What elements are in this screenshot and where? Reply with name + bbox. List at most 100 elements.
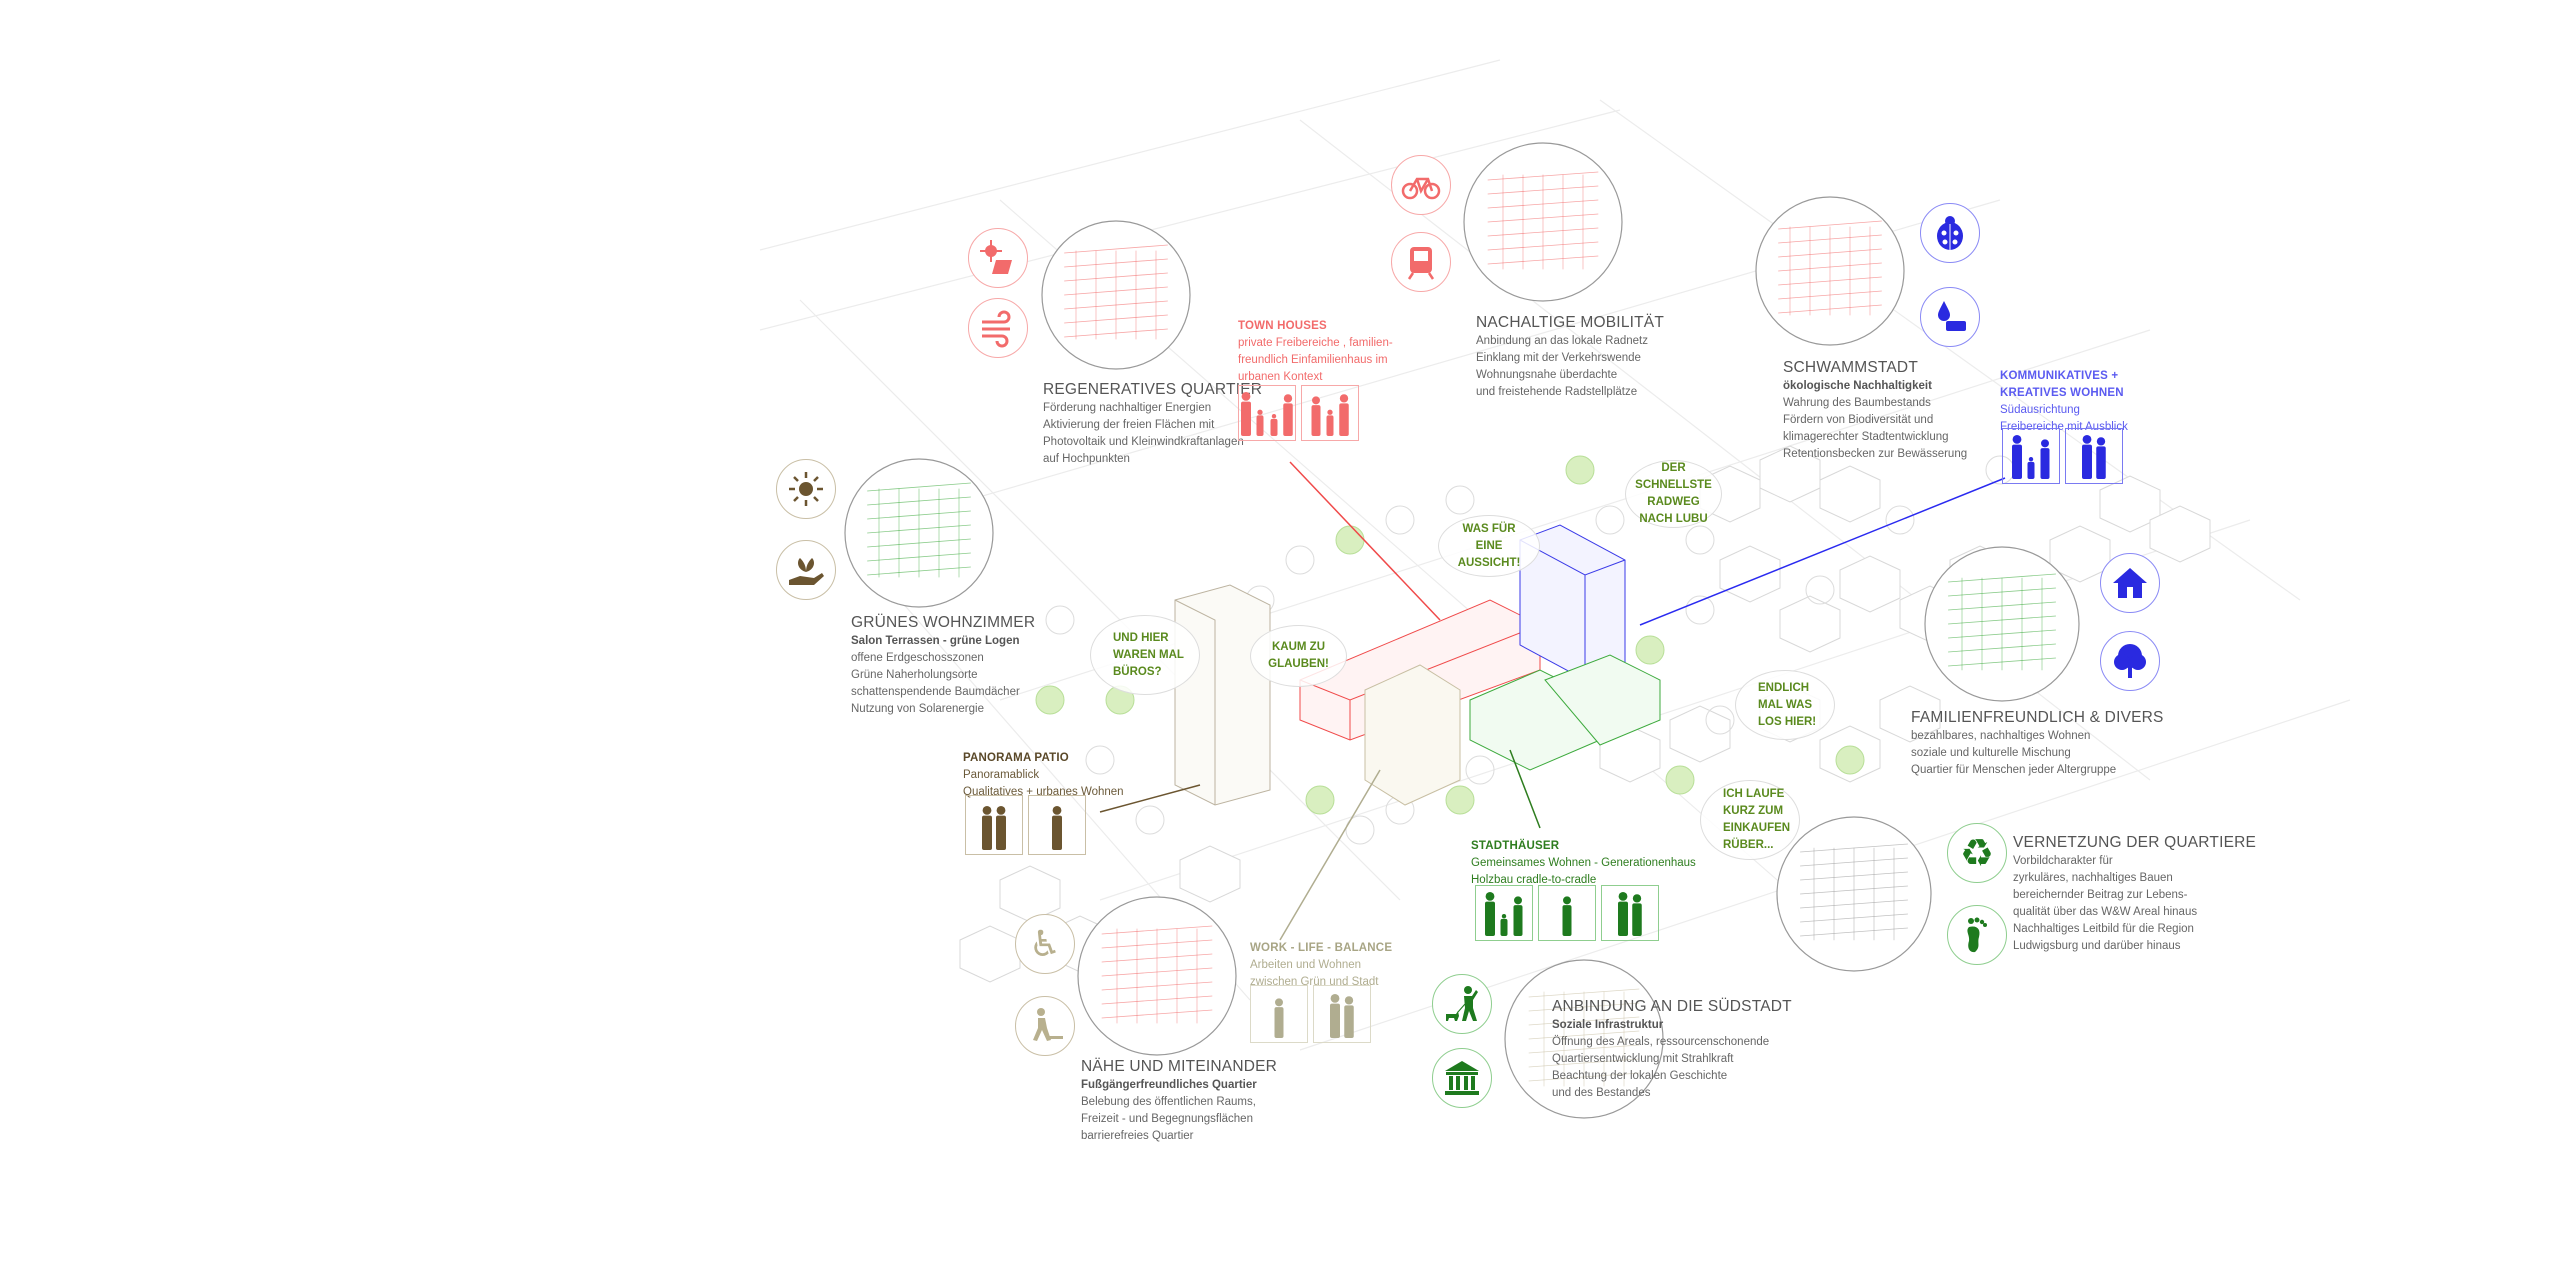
mobilitaet-block: NACHALTIGE MOBILITÄT Anbindung an das lo…: [1476, 313, 1664, 401]
gruenes-wohnzimmer-block: GRÜNES WOHNZIMMER Salon Terrassen - grün…: [851, 613, 1035, 718]
tree: [1135, 805, 1165, 835]
person-head: [1632, 894, 1642, 903]
vignette-vernetzung: [1776, 816, 1932, 972]
pedestrian-icon: [1015, 996, 1075, 1056]
person-body: [1283, 403, 1293, 436]
schwammstadt-block: SCHWAMMSTADT ökologische Nachhaltigkeit …: [1783, 358, 1967, 463]
gruenes-line: Nutzung von Solarenergie: [851, 703, 984, 715]
panorama-line: Panoramablick: [963, 769, 1040, 781]
regeneratives-quartier-block: REGENERATIVES QUARTIER Förderung nachhal…: [1043, 380, 1262, 468]
person-body: [1513, 905, 1523, 936]
person-body: [1562, 905, 1572, 936]
person-head: [1563, 896, 1571, 905]
regeneratives-title: REGENERATIVES QUARTIER: [1043, 381, 1263, 398]
vernetzung-line: zyrkuläres, nachhaltiges Bauen: [2013, 872, 2173, 884]
businessman-pictogram: [1250, 985, 1308, 1043]
person-head: [2041, 439, 2049, 448]
person-body: [1339, 403, 1349, 436]
regeneratives-line: auf Hochpunkten: [1043, 453, 1130, 465]
person-figures-icon: [982, 806, 1006, 850]
naehe-miteinander-block: NÄHE UND MITEINANDER Fußgängerfreundlich…: [1081, 1057, 1277, 1145]
tree: [1445, 785, 1475, 815]
town-houses-pictograms: [1238, 385, 1359, 441]
stadthaeuser-line: Holzbau cradle-to-cradle: [1471, 874, 1597, 886]
leader-line-panorama: [1099, 784, 1201, 813]
water-icon: [1920, 287, 1980, 347]
person-figures-icon: [2082, 435, 2106, 479]
person-head: [1283, 394, 1293, 403]
family-pictogram: [1475, 885, 1533, 941]
mobilitaet-line: Einklang mit der Verkehrswende: [1476, 352, 1641, 364]
family-pictogram: [1301, 385, 1359, 441]
person-body: [1618, 901, 1628, 936]
vernetzung-line: Ludwigsburg und darüber hinaus: [2013, 940, 2181, 952]
vignette-gruenes-wohnzimmer: [844, 458, 994, 608]
speech-bubble-aussicht: WAS FÜR EINE AUSSICHT!: [1438, 515, 1540, 577]
person-body: [1500, 918, 1508, 936]
town-houses-line: private Freibereiche , familien-: [1238, 337, 1393, 349]
vernetzung-line: Nachhaltiges Leitbild für die Region: [2013, 923, 2194, 935]
wind-icon: [968, 298, 1028, 358]
schwammstadt-line: Retentionsbecken zur Bewässerung: [1783, 448, 1968, 460]
person-body: [2082, 444, 2092, 479]
person-body: [1256, 415, 1264, 436]
vignette-anbindung: [1504, 959, 1664, 1119]
bubble-line: BÜROS?: [1113, 665, 1162, 678]
kommunikatives-title: KREATIVES WOHNEN: [2000, 387, 2124, 399]
work-life-pictograms: [1250, 985, 1371, 1043]
regeneratives-line: Photovoltaik und Kleinwindkraftanlagen: [1043, 436, 1244, 448]
leader-line-kommunikatives: [1639, 477, 2006, 626]
person-body: [1326, 415, 1334, 436]
person-body: [982, 815, 992, 850]
naehe-subtitle: Fußgängerfreundliches Quartier: [1081, 1079, 1257, 1091]
kommunikatives-line: Freibereiche mit Ausblick: [2000, 421, 2128, 433]
vignette-sketch-line: [1064, 244, 1168, 254]
bubble-line: SCHNELLSTE: [1635, 479, 1712, 491]
recycle-icon: ♻: [1947, 823, 2007, 883]
vernetzung-line: bereichernder Beitrag zur Lebens-: [2013, 889, 2188, 901]
naehe-line: barrierefreies Quartier: [1081, 1130, 1194, 1142]
building-outline: [1179, 845, 1241, 903]
person-body: [1344, 1005, 1354, 1038]
bubble-line: KAUM ZU: [1271, 641, 1326, 653]
bicycle-icon: [1391, 155, 1451, 215]
person-head: [1339, 394, 1349, 403]
building-outline: [1779, 595, 1841, 653]
bubble-line: ENDLICH: [1758, 681, 1810, 694]
elderly-pictogram: [1538, 885, 1596, 941]
town-houses-line: freundlich Einfamilienhaus im: [1238, 354, 1388, 366]
schwammstadt-line: Wahrung des Baumbestands: [1783, 397, 1931, 409]
wheelchair-icon: ♿: [1015, 914, 1075, 974]
schwammstadt-subtitle: ökologische Nachhaltigkeit: [1783, 380, 1932, 392]
person-head: [2012, 435, 2022, 444]
vignette-schwammstadt: [1755, 196, 1905, 346]
footprint-icon: [1947, 905, 2007, 965]
anbindung-line: Quartiersentwicklung mit Strahlkraft: [1552, 1053, 1734, 1065]
person-body: [996, 815, 1006, 850]
person-head: [1257, 409, 1263, 415]
vignette-regeneratives: [1041, 220, 1191, 370]
tree: [1305, 785, 1335, 815]
leader-line-work-life: [1279, 769, 1381, 941]
tree: [1045, 605, 1075, 635]
vernetzung-block: VERNETZUNG DER QUARTIERE Vorbildcharakte…: [2013, 833, 2256, 955]
panorama-title: PANORAMA PATIO: [963, 752, 1069, 764]
speech-bubble-radweg: DER SCHNELLSTE RADWEG NACH LUBU: [1625, 460, 1722, 528]
person-body: [1330, 1003, 1340, 1038]
person-body: [1311, 405, 1321, 436]
students-pictogram: [2065, 428, 2123, 484]
stadthaeuser-line: Gemeinsames Wohnen - Generationenhaus: [1471, 857, 1696, 869]
institution-icon: [1432, 1048, 1492, 1108]
sun-icon: [776, 459, 836, 519]
bubble-line: RADWEG: [1647, 496, 1700, 508]
tree: [1335, 525, 1365, 555]
person-head: [1330, 994, 1340, 1003]
person-body: [2027, 461, 2035, 479]
person-head: [996, 806, 1006, 815]
person-head: [982, 806, 992, 815]
person-head: [1271, 414, 1277, 419]
gruenes-title: GRÜNES WOHNZIMMER: [851, 614, 1036, 631]
stadthaeuser-block: STADTHÄUSER Gemeinsames Wohnen - Generat…: [1471, 838, 1696, 889]
person-body: [2096, 446, 2106, 479]
